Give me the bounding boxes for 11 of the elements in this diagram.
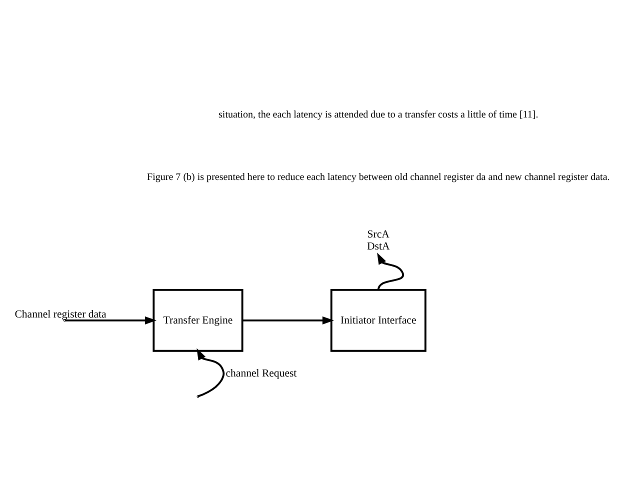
label: situation, the each latency is attended due to a transfer costs a little of time [11].: [218, 109, 538, 120]
arrow: [196, 348, 225, 397]
edge-label: Channel register data: [14, 308, 106, 320]
arrow: [65, 316, 157, 324]
node-box: Initiator Interface: [330, 288, 426, 352]
arrow: [242, 316, 334, 324]
edge-label: channel Request: [226, 366, 297, 379]
node-box: Transfer Engine: [152, 288, 244, 352]
label: Figure 7 (b) is presented here to reduce each latency between old channel register da and new channel register data.: [147, 172, 610, 183]
node-text: SrcA DstA: [367, 228, 390, 252]
arrow: [377, 252, 404, 290]
